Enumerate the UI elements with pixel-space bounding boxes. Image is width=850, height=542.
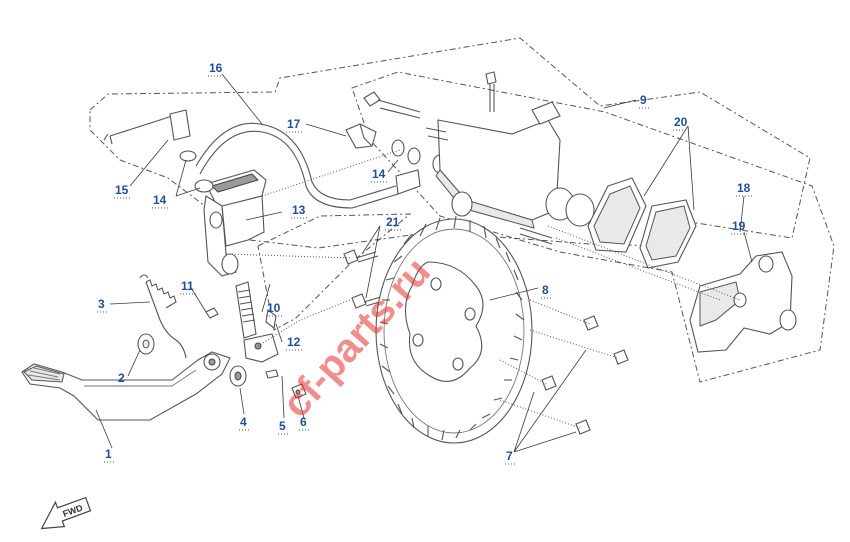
callout-16: 16 [209,61,223,75]
callout-12: 12 [287,335,301,349]
outline-caliper-group [351,71,835,383]
callout-2: 2 [118,371,125,385]
callout-5: 5 [279,419,286,433]
leader-lines [95,73,753,453]
alignment-lines [225,149,741,429]
callout-14b: 14 [372,167,386,181]
callout-19: 19 [732,219,746,233]
forward-arrow-icon: FWD [40,496,92,530]
disc-drill-holes [379,215,525,441]
disc-bolts-7 [541,315,629,435]
brake-disc [375,215,533,444]
pivot-washer [229,365,247,387]
callout-17: 17 [287,117,301,131]
washer-2 [137,333,155,355]
callout-15: 15 [115,183,129,197]
callout-13: 13 [292,203,306,217]
master-cylinder [203,169,267,277]
brake-pads [587,177,697,269]
callout-1: 1 [105,447,112,461]
callout-3: 3 [98,297,105,311]
callout-14a: 14 [153,193,167,207]
callout-10: 10 [267,301,281,315]
callout-9: 9 [640,93,647,107]
callout-20: 20 [674,115,688,129]
return-spring [139,274,187,359]
callout-underlines [97,75,753,465]
callout-6: 6 [300,415,307,429]
callout-7: 7 [506,449,513,463]
callout-4: 4 [240,415,247,429]
caliper-bracket [689,251,797,353]
disc-bolts-21 [343,249,387,309]
clevis-assembly [205,281,307,399]
banjo-bolt [345,123,448,174]
callout-11: 11 [181,279,194,293]
callout-labels: 1 2 3 4 5 6 7 8 9 10 11 12 13 14 14 15 1… [98,61,751,463]
callout-21: 21 [386,215,400,229]
brake-hose [103,109,421,209]
caliper-pistons [545,187,595,227]
callout-18: 18 [737,181,751,195]
callout-8: 8 [542,283,549,297]
